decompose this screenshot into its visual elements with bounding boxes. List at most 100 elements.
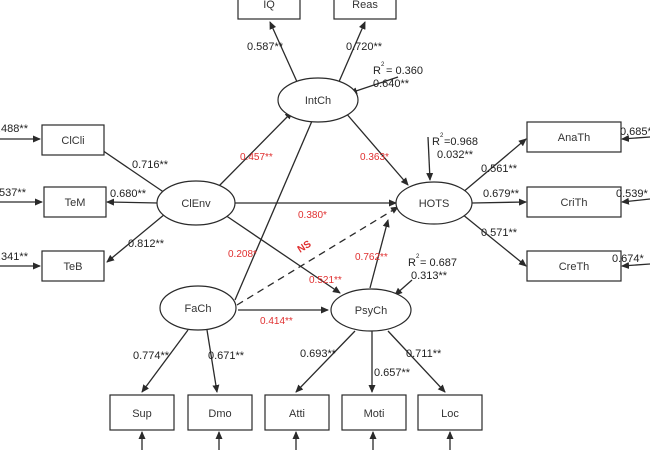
node-dmo-label: Dmo — [208, 408, 231, 420]
loading-creth: 0.571** — [481, 227, 518, 239]
node-clcli: ClCli — [41, 124, 105, 156]
path-clenv-intch — [217, 111, 293, 188]
path-intch-iq — [269, 21, 299, 85]
loading-moti: 0.657** — [374, 367, 411, 379]
node-fach-label: FaCh — [185, 303, 212, 315]
error-arrow-intch — [349, 76, 399, 95]
node-atti-label: Atti — [289, 408, 305, 420]
loading-tem: 0.680** — [110, 188, 147, 200]
r2-hots: R 2 =0.968 0.032** — [432, 133, 478, 161]
coef-clenv-intch: 0.457** — [240, 152, 273, 163]
error-anath: 0.685* — [620, 126, 650, 138]
error-arrow-anath — [621, 135, 650, 142]
node-iq-label: IQ — [263, 0, 275, 11]
node-atti: Atti — [264, 394, 330, 431]
loading-atti: 0.693** — [300, 348, 337, 360]
node-sup: Sup — [109, 394, 175, 431]
r2-hots-error: 0.032** — [437, 149, 474, 161]
node-fach: FaCh — [159, 285, 237, 331]
r2-intch-value: = 0.360 — [386, 65, 423, 77]
loading-reas: 0.720** — [346, 41, 383, 53]
path-hots-crith — [471, 198, 527, 206]
r2-psych-exponent: 2 — [416, 254, 420, 260]
coef-intch-hots: 0.363* — [360, 152, 389, 163]
r2-hots-exponent: 2 — [440, 133, 444, 139]
node-hots: HOTS — [395, 181, 473, 225]
node-clenv-label: ClEnv — [181, 198, 211, 210]
node-intch: IntCh — [277, 77, 359, 123]
coef-fach-intch: 0.208* — [228, 249, 257, 260]
node-reas-label: Reas — [352, 0, 378, 11]
r2-intch-symbol: R — [373, 65, 381, 77]
path-hots-anath — [461, 138, 527, 194]
r2-psych-error: 0.313** — [411, 270, 448, 282]
coef-fach-hots: NS — [296, 239, 314, 256]
error-arrow-creth — [621, 262, 650, 269]
error-tem: .537** — [0, 187, 27, 199]
r2-intch: R 2 = 0.360 0.640** — [373, 62, 423, 90]
loading-crith: 0.679** — [483, 188, 520, 200]
r2-hots-value: =0.968 — [444, 136, 478, 148]
node-clcli-label: ClCli — [61, 135, 84, 147]
node-creth-label: CreTh — [559, 261, 590, 273]
r2-intch-exponent: 2 — [381, 62, 385, 68]
node-sup-label: Sup — [132, 408, 152, 420]
node-creth: CreTh — [526, 250, 622, 282]
path-intch-hots — [344, 111, 409, 186]
path-fach-dmo — [206, 329, 220, 393]
coef-clenv-psych: 0.521** — [309, 275, 342, 286]
r2-intch-error: 0.640** — [373, 78, 410, 90]
node-hots-label: HOTS — [419, 198, 450, 210]
path-intch-reas — [337, 21, 366, 85]
path-psych-hots — [369, 219, 390, 289]
node-moti-label: Moti — [364, 408, 385, 420]
node-anath-label: AnaTh — [558, 132, 590, 144]
coef-fach-psych: 0.414** — [260, 316, 293, 327]
error-clcli: .488** — [0, 123, 29, 135]
loading-clcli: 0.716** — [132, 159, 169, 171]
node-clenv: ClEnv — [156, 180, 236, 226]
path-psych-loc — [387, 330, 446, 393]
node-loc: Loc — [417, 394, 483, 431]
node-reas: Reas — [333, 0, 397, 20]
error-crith: 0.539* — [616, 188, 649, 200]
error-creth: 0.674* — [612, 253, 645, 265]
node-tem-label: TeM — [65, 197, 86, 209]
loading-dmo: 0.671** — [208, 350, 245, 362]
loading-teb: 0.812** — [128, 238, 165, 250]
path-fach-sup — [141, 329, 189, 393]
error-arrow-crith — [621, 197, 650, 205]
node-intch-label: IntCh — [305, 95, 331, 107]
path-psych-atti — [295, 330, 356, 393]
node-crith-label: CriTh — [561, 197, 588, 209]
error-arrow-psych — [394, 279, 413, 296]
node-loc-label: Loc — [441, 408, 459, 420]
error-teb: .341** — [0, 251, 29, 263]
node-teb-label: TeB — [64, 261, 83, 273]
node-dmo: Dmo — [187, 394, 253, 431]
node-iq: IQ — [237, 0, 301, 20]
node-moti: Moti — [341, 394, 407, 431]
node-psych-label: PsyCh — [355, 305, 387, 317]
path-hots-creth — [461, 213, 527, 267]
loading-iq: 0.587** — [247, 41, 284, 53]
r2-psych-value: = 0.687 — [420, 257, 457, 269]
r2-psych-symbol: R — [408, 257, 416, 269]
node-anath: AnaTh — [526, 121, 622, 153]
node-tem: TeM — [43, 186, 107, 218]
path-fach-intch — [234, 113, 316, 301]
r2-hots-symbol: R — [432, 136, 440, 148]
coef-psych-hots: 0.762** — [355, 252, 388, 263]
path-clenv-tem — [106, 198, 159, 206]
node-psych: PsyCh — [330, 288, 412, 332]
node-teb: TeB — [41, 250, 105, 282]
loading-sup: 0.774** — [133, 350, 170, 362]
loading-anath: 0.561** — [481, 163, 518, 175]
loading-loc: 0.711** — [406, 348, 442, 360]
path-fach-hots — [236, 206, 399, 306]
path-clenv-psych — [224, 214, 341, 294]
path-clenv-teb — [106, 213, 166, 263]
path-clenv-clcli — [95, 145, 166, 194]
error-arrow-hots — [426, 136, 434, 181]
